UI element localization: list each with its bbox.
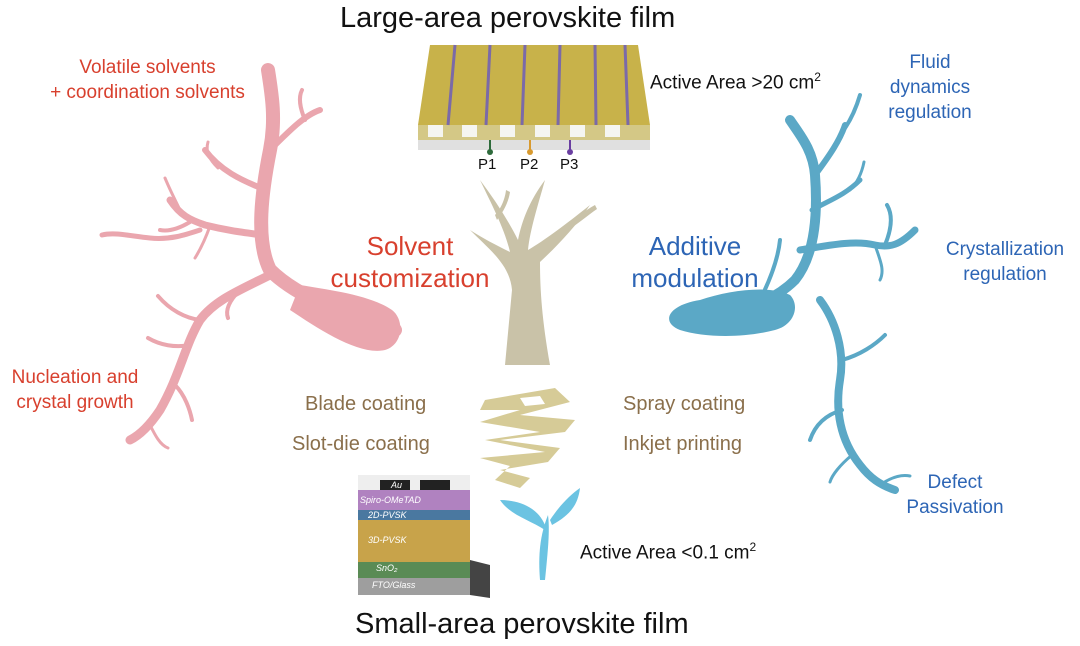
blade-coating-label: Blade coating <box>305 393 427 415</box>
right-branch-bulb <box>669 289 795 336</box>
small-active-area-label: Active Area <0.1 cm2 <box>580 540 757 564</box>
fluid-dynamics-label: Fluid dynamics regulation <box>888 52 972 123</box>
layer-fto-label: FTO/Glass <box>372 580 416 590</box>
left-branch-bulb <box>290 285 401 351</box>
coating-swirl-graphic <box>480 388 575 488</box>
slot-die-coating-label: Slot-die coating <box>292 433 430 455</box>
additive-modulation-label: Additive modulation <box>631 231 759 293</box>
spray-coating-label: Spray coating <box>623 393 746 415</box>
layer-3d-pvsk-label: 3D-PVSK <box>368 535 407 545</box>
layer-sno2-label: SnO₂ <box>376 563 398 573</box>
solvent-customization-label: Solvent customization <box>330 231 490 293</box>
small-area-cell-graphic <box>358 475 490 598</box>
large-active-area-label: Active Area >20 cm2 <box>650 70 821 94</box>
scribe-p1-label: P1 <box>478 156 497 173</box>
crystallization-regulation-label: Crystallization regulation <box>945 239 1065 285</box>
scribe-p2-label: P2 <box>520 156 539 173</box>
left-branch-graphic <box>99 63 402 450</box>
bottom-title: Small-area perovskite film <box>355 608 689 640</box>
nucleation-growth-label: Nucleation and crystal growth <box>11 367 139 413</box>
layer-2d-pvsk-label: 2D-PVSK <box>368 510 407 520</box>
top-title: Large-area perovskite film <box>340 2 676 34</box>
inkjet-printing-label: Inkjet printing <box>623 433 742 455</box>
tree-graphic <box>470 180 597 365</box>
sprout-graphic <box>500 488 580 580</box>
scribe-p3-label: P3 <box>560 156 579 173</box>
layer-au-label: Au <box>391 480 403 490</box>
large-area-module-graphic <box>418 44 650 155</box>
defect-passivation-label: Defect Passivation <box>906 472 1004 518</box>
volatile-solvents-label: Volatile solvents + coordination solvent… <box>50 57 245 103</box>
layer-spiro-label: Spiro-OMeTAD <box>360 495 421 505</box>
